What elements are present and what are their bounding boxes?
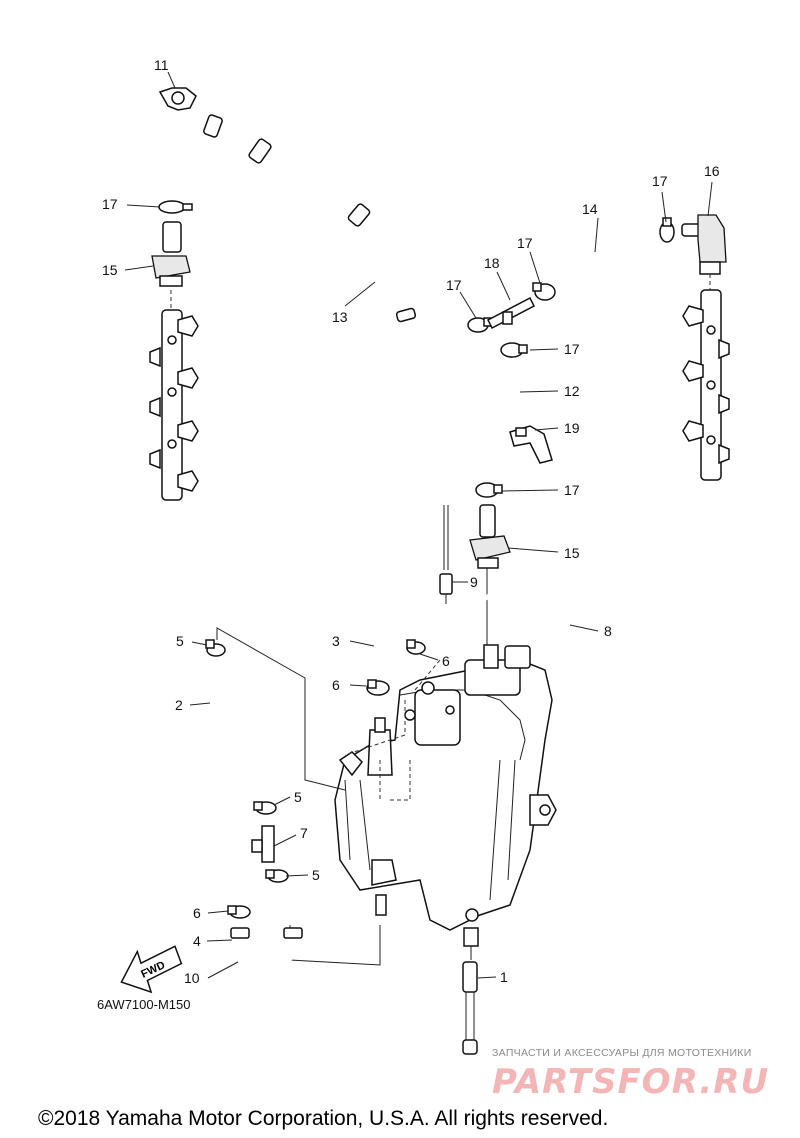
callout-3: 3 [332,633,340,649]
callout-5-top: 5 [176,633,184,649]
diagram-code: 6AW7100-M150 [97,997,190,1012]
watermark-tagline: ЗАПЧАСТИ И АКСЕССУАРЫ ДЛЯ МОТОТЕХНИКИ [492,1047,752,1059]
clamp-6-upper [406,639,426,655]
clamp-6-lower [227,905,251,919]
fitting-15-center [469,504,511,645]
callout-4: 4 [193,933,201,949]
callout-numbers: 11 17 15 13 17 18 17 14 17 16 17 12 19 1… [102,57,720,986]
callout-17-d: 17 [564,341,580,357]
fuel-rail-left [149,290,199,501]
clamp-17-a [467,317,493,333]
callout-6-upper: 6 [442,653,450,669]
callout-17-a: 17 [446,277,462,293]
callout-2: 2 [175,697,183,713]
clip-19 [509,425,553,464]
leader-line-bottom [289,925,381,966]
rod-9 [439,505,453,604]
callout-17-e: 17 [564,482,580,498]
callout-13: 13 [332,309,348,325]
clamp-6-middle [366,679,390,696]
callout-11: 11 [154,57,169,73]
clamp-17-e [475,482,503,498]
callout-6-middle: 6 [332,677,340,693]
fuel-rail-right [682,274,730,481]
fitting-15-left [151,221,191,287]
hose-3 [355,559,420,676]
callout-17-left: 17 [102,196,118,212]
callout-6-lower: 6 [193,905,201,921]
hose-2 [208,674,268,796]
vapor-separator [334,644,557,947]
hose-14 [554,226,666,286]
callout-19: 19 [564,420,580,436]
callout-17-b: 17 [517,235,533,251]
callout-1: 1 [500,969,508,985]
clamp-17-left [158,200,193,214]
callout-18: 18 [484,255,500,271]
clamp-5-top [205,639,226,657]
callout-12: 12 [564,383,580,399]
clamp-17-b [532,282,556,301]
clamp-5-middle [253,801,277,815]
leader-line-left [216,627,346,791]
clamp-17-c [659,217,675,243]
hose-13 [159,114,466,354]
clip-11 [158,87,197,111]
pipe-8 [443,580,567,651]
hose-10 [230,927,303,974]
callout-5-middle: 5 [294,789,302,805]
callout-14: 14 [582,201,598,217]
clamp-5-bottom [265,869,289,883]
watermark-logo: PARTSFOR.RU [492,1062,769,1102]
callout-10: 10 [184,970,200,986]
joint-7 [251,825,275,863]
clamp-17-d [500,342,528,358]
copyright-notice: ©2018 Yamaha Motor Corporation, U.S.A. A… [38,1107,608,1130]
fwd-arrow-icon: FWD [120,945,183,994]
callout-17-c: 17 [652,173,668,189]
callout-9: 9 [470,574,478,590]
callout-leaders [124,71,713,979]
callout-15-center: 15 [564,545,580,561]
elbow-16 [681,214,727,275]
callout-15-left: 15 [102,262,118,278]
joint-18 [487,296,535,330]
watermark: ЗАПЧАСТИ И АКСЕССУАРЫ ДЛЯ МОТОТЕХНИКИ PA… [492,1047,769,1102]
pipe-1 [462,946,478,1055]
callout-5-bottom: 5 [312,867,320,883]
callout-16: 16 [704,163,720,179]
callout-7: 7 [300,825,308,841]
hose-12 [483,365,520,477]
callout-8: 8 [604,623,612,639]
